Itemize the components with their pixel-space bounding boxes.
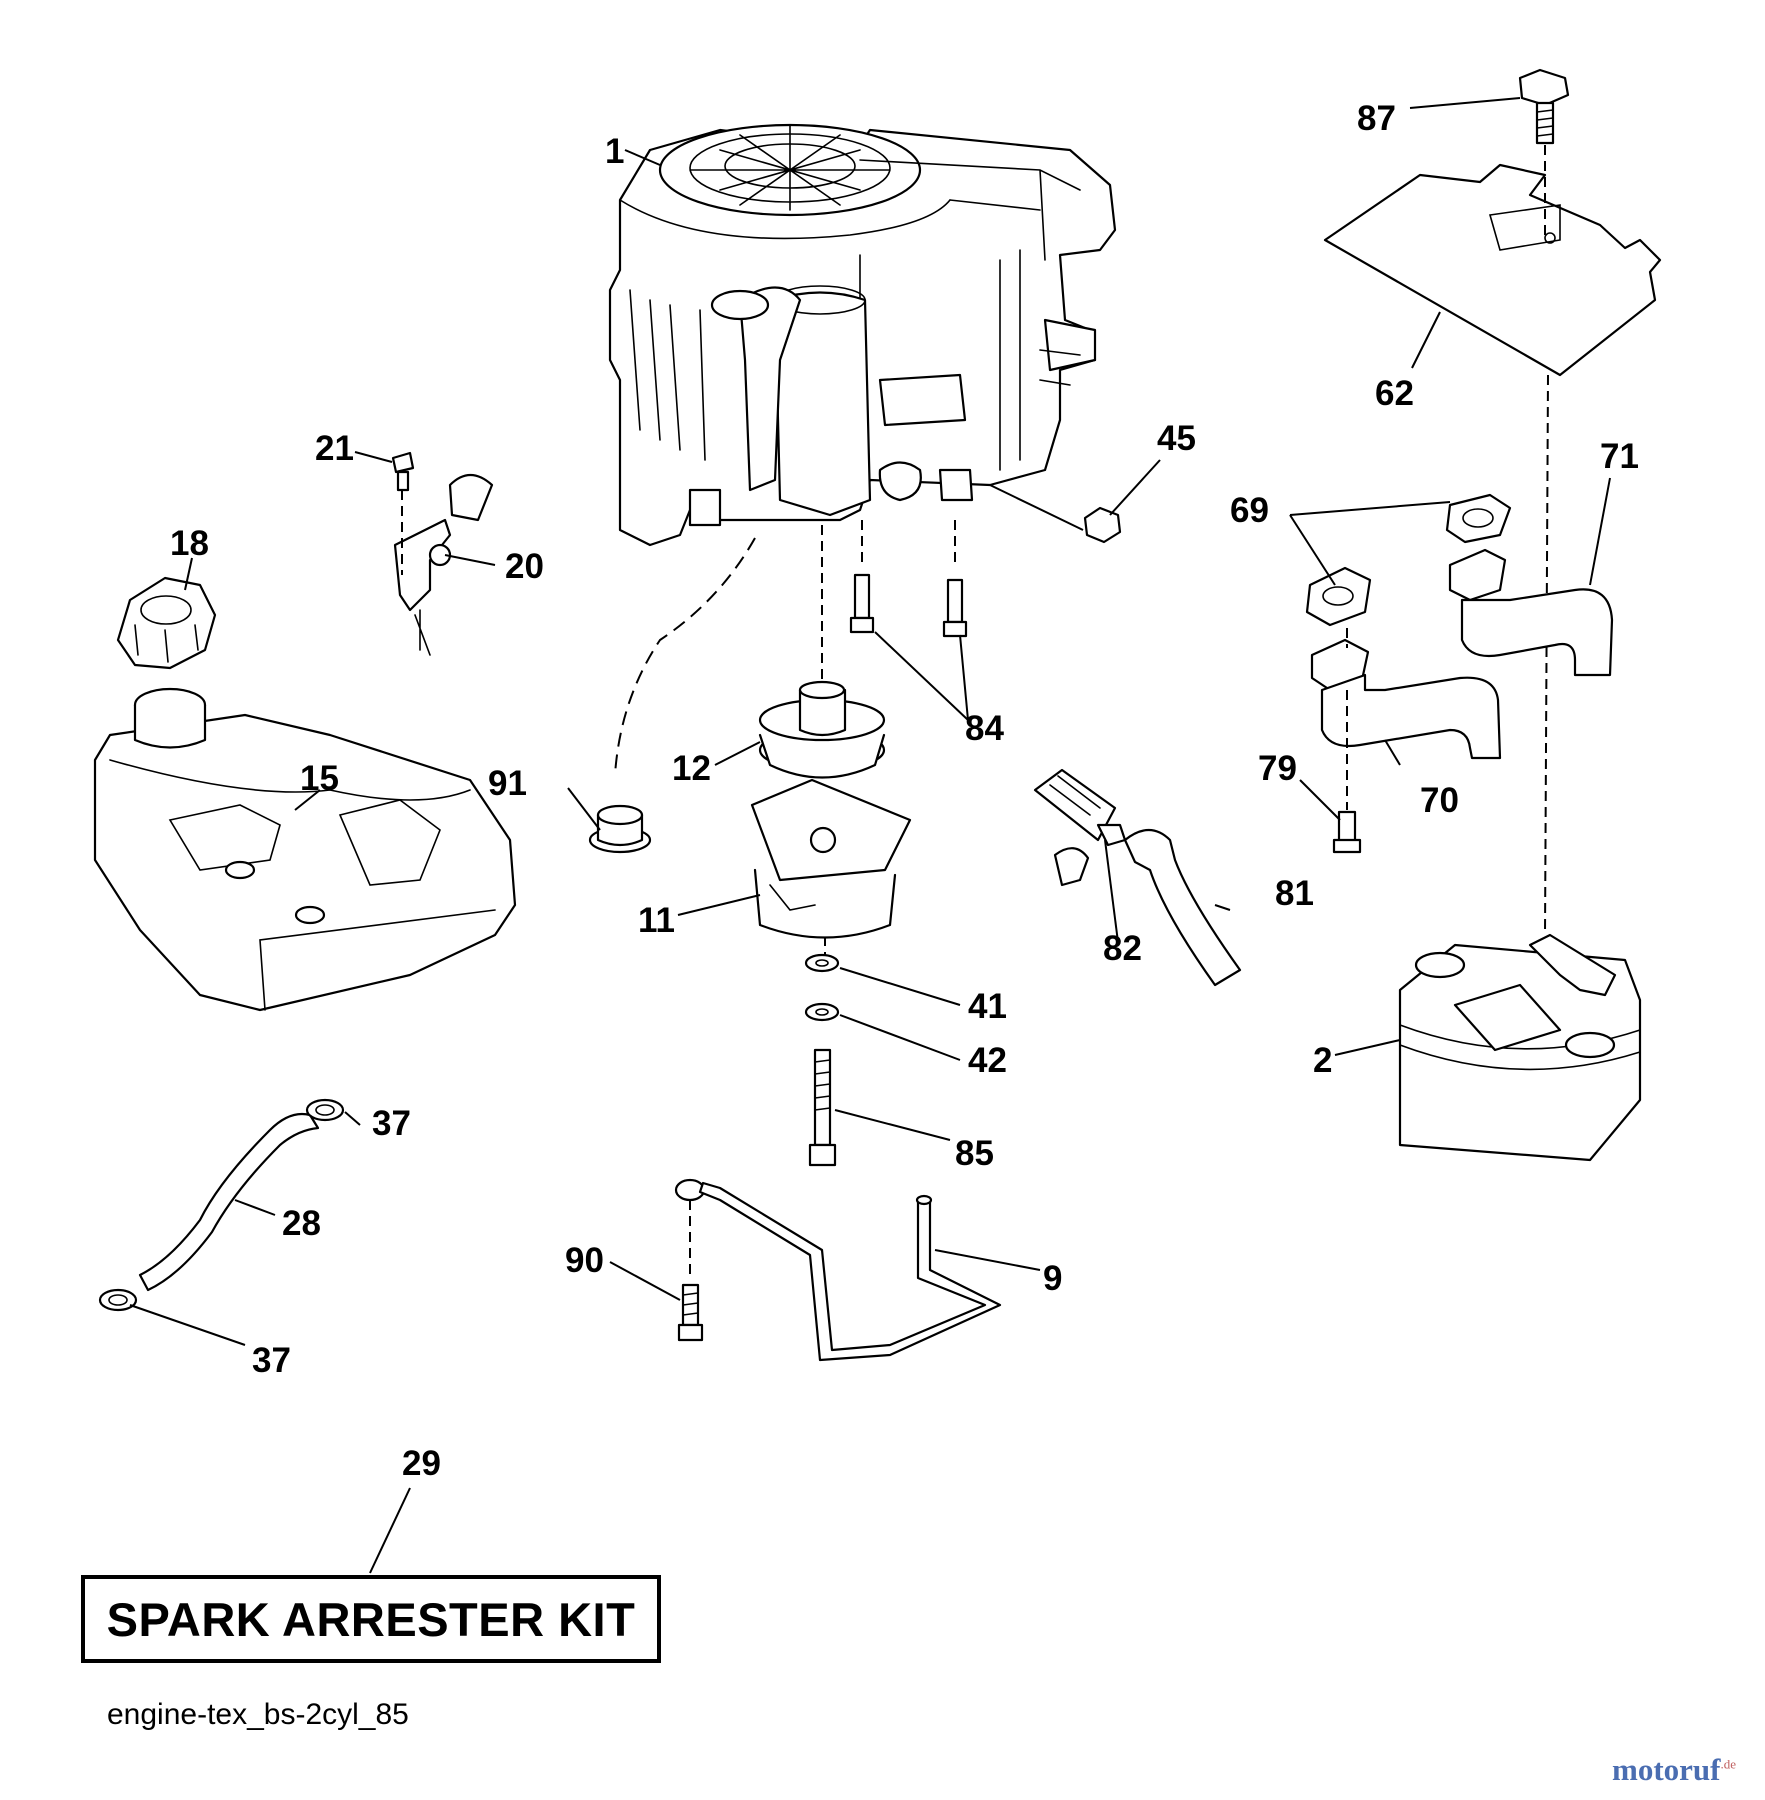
spark-arrester-kit-label: SPARK ARRESTER KIT bbox=[81, 1575, 661, 1663]
gaskets-69-illustration bbox=[1305, 493, 1512, 627]
callout-1: 1 bbox=[605, 132, 624, 171]
callout-82: 82 bbox=[1103, 929, 1142, 968]
file-reference: engine-tex_bs-2cyl_85 bbox=[107, 1698, 409, 1731]
clamp-37-top-illustration bbox=[305, 1098, 345, 1122]
callout-42: 42 bbox=[968, 1041, 1007, 1080]
callout-2: 2 bbox=[1313, 1041, 1332, 1080]
exhaust-pipe-70-illustration bbox=[1310, 638, 1502, 760]
fuel-tank-illustration bbox=[93, 687, 517, 1012]
callout-12: 12 bbox=[672, 749, 711, 788]
washer-42-illustration bbox=[804, 1002, 840, 1022]
fuel-line-28-illustration bbox=[138, 1112, 320, 1292]
callout-70: 70 bbox=[1420, 781, 1459, 820]
clutch-11-illustration bbox=[750, 778, 912, 939]
callout-37-top: 37 bbox=[372, 1104, 411, 1143]
callout-21: 21 bbox=[315, 429, 354, 468]
engine-illustration bbox=[608, 123, 1117, 547]
callout-labels: 1 87 62 45 71 21 69 18 20 84 12 15 91 79… bbox=[170, 99, 1639, 1483]
watermark-name: motoruf bbox=[1612, 1752, 1721, 1787]
bolt-85-illustration bbox=[808, 1048, 837, 1167]
washer-41-illustration bbox=[804, 953, 840, 973]
nut-45-illustration bbox=[1083, 506, 1122, 544]
callout-11: 11 bbox=[638, 901, 675, 940]
callout-91: 91 bbox=[488, 764, 527, 803]
throttle-bracket-illustration bbox=[393, 473, 494, 656]
callout-90: 90 bbox=[565, 1241, 604, 1280]
callout-45: 45 bbox=[1157, 419, 1196, 458]
callout-29: 29 bbox=[402, 1444, 441, 1483]
bolt-90-illustration bbox=[677, 1283, 704, 1342]
muffler-illustration bbox=[1398, 933, 1642, 1162]
callout-81: 81 bbox=[1275, 874, 1314, 913]
callout-71: 71 bbox=[1600, 437, 1639, 476]
bolt-79-illustration bbox=[1332, 810, 1362, 854]
watermark-logo: motoruf.de bbox=[1612, 1752, 1736, 1788]
leader-lines bbox=[129, 97, 1611, 1574]
watermark-suffix: .de bbox=[1720, 1756, 1737, 1772]
callout-37-bottom: 37 bbox=[252, 1341, 291, 1380]
heat-shield-illustration bbox=[1323, 163, 1662, 377]
callout-87: 87 bbox=[1357, 99, 1396, 138]
pulley-12-illustration bbox=[758, 680, 886, 779]
callout-69: 69 bbox=[1230, 491, 1269, 530]
callout-79: 79 bbox=[1258, 749, 1297, 788]
callout-28: 28 bbox=[282, 1204, 321, 1243]
bolt-87-illustration bbox=[1518, 68, 1570, 145]
callout-18: 18 bbox=[170, 524, 209, 563]
screw-21-illustration bbox=[391, 451, 415, 492]
fuel-hose-81-illustration bbox=[1123, 828, 1242, 987]
callout-9: 9 bbox=[1043, 1259, 1062, 1298]
bolts-84-illustration bbox=[849, 573, 968, 638]
clamp-37-bottom-illustration bbox=[98, 1288, 138, 1312]
callout-85: 85 bbox=[955, 1134, 994, 1173]
fuel-cap-illustration bbox=[116, 576, 217, 670]
callout-20: 20 bbox=[505, 547, 544, 586]
exhaust-pipe-71-illustration bbox=[1448, 548, 1614, 677]
rod-9-illustration bbox=[674, 1178, 1002, 1362]
bushing-91-illustration bbox=[588, 804, 652, 854]
callout-62: 62 bbox=[1375, 374, 1414, 413]
fuel-filter-illustration bbox=[1033, 768, 1127, 887]
callout-84: 84 bbox=[965, 709, 1004, 748]
callout-41: 41 bbox=[968, 987, 1007, 1026]
callout-15: 15 bbox=[300, 759, 339, 798]
